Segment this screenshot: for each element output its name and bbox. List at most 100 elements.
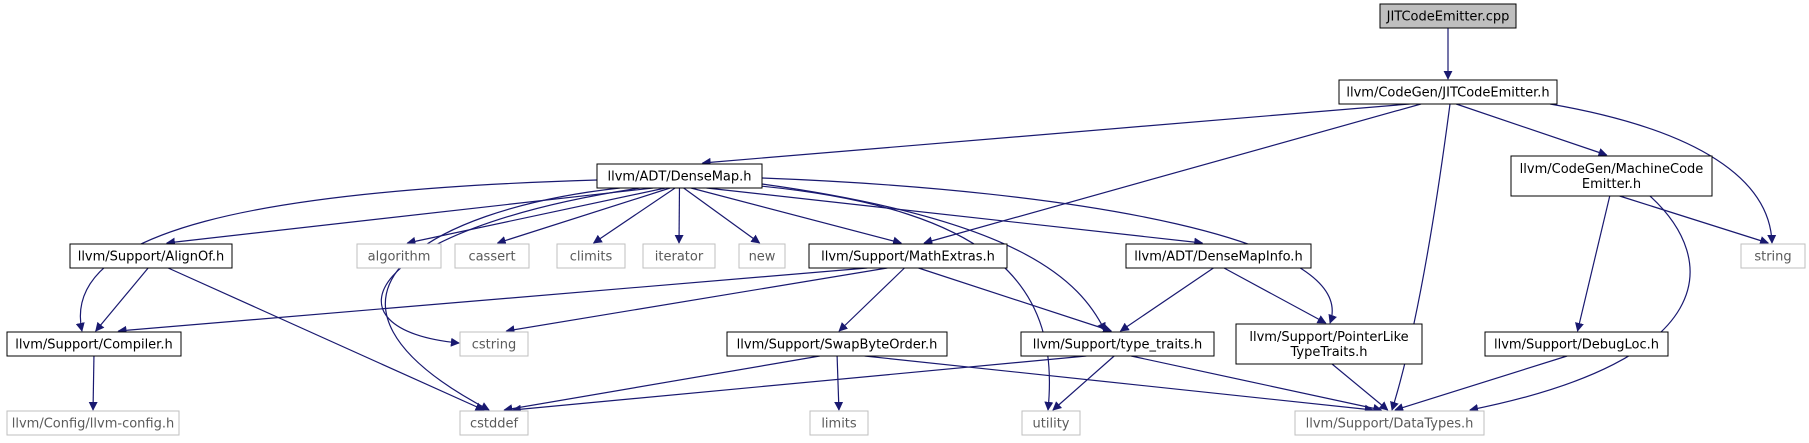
node-compiler[interactable]: llvm/Support/Compiler.h [6,331,182,357]
node-box [596,163,763,189]
node-root[interactable]: JITCodeEmitter.cpp [1379,3,1517,29]
edge-densemap-to-algorithm [406,187,666,246]
node-swapbyte[interactable]: llvm/Support/SwapByteOrder.h [726,331,948,357]
node-label: utility [1033,417,1070,432]
node-label: llvm/Support/SwapByteOrder.h [737,338,938,353]
edge-densemap-to-mathextras [690,187,903,246]
node-label: iterator [655,250,704,265]
edge-jce_h-to-mathextras [923,103,1422,246]
edge-typetraits-to-datatypes [1130,355,1383,413]
edge-mce-to-datatypes [1469,195,1691,413]
node-label: climits [570,250,613,265]
node-box [6,331,182,357]
node-box [356,243,442,269]
node-limits: limits [809,410,869,436]
node-cstring: cstring [459,331,529,357]
node-datatypes: llvm/Support/DataTypes.h [1294,410,1485,436]
edge-mce-to-string [1619,195,1770,245]
node-box [1338,79,1558,105]
node-mathextras[interactable]: llvm/Support/MathExtras.h [808,243,1008,269]
edge-mathextras-to-compiler [117,267,868,335]
edge-densemap-to-new [683,187,761,244]
node-typetraits[interactable]: llvm/Support/type_traits.h [1020,331,1215,357]
node-label: llvm/ADT/DenseMapInfo.h [1134,250,1302,265]
node-box [1740,243,1806,269]
edge-alignof-to-compiler [95,267,149,332]
node-box [1379,3,1517,29]
node-densemapinfo[interactable]: llvm/ADT/DenseMapInfo.h [1125,243,1312,269]
node-box [1020,331,1215,357]
node-box [808,243,1008,269]
node-jce_h[interactable]: llvm/CodeGen/JITCodeEmitter.h [1338,79,1558,105]
node-label: cstddef [470,417,519,432]
node-label: llvm/Support/DebugLoc.h [1494,338,1659,353]
edge-densemapinfo-to-typetraits [1119,267,1214,332]
node-label: cstring [472,338,516,353]
node-label: Emitter.h [1582,177,1641,192]
edge-jce_h-to-densemap [701,103,1410,167]
edge-typetraits-to-utility [1052,355,1115,411]
edges-layer [75,28,1777,414]
edge-pointerlike-to-datatypes [1331,363,1389,411]
node-box [809,410,869,436]
node-box [6,410,180,436]
edge-mathextras-to-swapbyte [838,267,905,332]
node-label: llvm/Support/AlignOf.h [78,250,225,265]
edge-jce_h-to-mce [1455,103,1608,157]
node-label: llvm/Support/Compiler.h [15,338,172,353]
node-utility: utility [1021,410,1081,436]
node-box [459,410,529,436]
node-debugloc[interactable]: llvm/Support/DebugLoc.h [1484,331,1669,357]
node-climits: climits [556,243,626,269]
node-box [69,243,233,269]
edge-densemap-to-typetraits [761,183,1106,332]
node-label: llvm/CodeGen/JITCodeEmitter.h [1346,86,1549,101]
node-label: cassert [468,250,515,265]
edge-jce_h-to-datatypes [1390,103,1451,411]
edge-typetraits-to-cstddef [511,355,1087,414]
node-label: string [1754,250,1791,265]
node-box [459,331,529,357]
node-label: llvm/Config/llvm-config.h [12,417,174,432]
nodes-layer: JITCodeEmitter.cpp llvm/CodeGen/JITCodeEm… [6,3,1806,436]
node-box [1294,410,1485,436]
node-box [642,243,716,269]
edge-jce_h-to-string [1549,103,1777,244]
edge-densemap-to-densemapinfo [706,187,1204,247]
node-label: new [749,250,776,265]
node-label: TypeTraits.h [1289,345,1367,360]
node-box [1235,323,1423,365]
node-label: llvm/Support/MathExtras.h [821,250,995,265]
node-iterator: iterator [642,243,716,269]
edge-mce-to-debugloc [1575,195,1611,332]
node-box [1510,155,1713,197]
node-alignof[interactable]: llvm/Support/AlignOf.h [69,243,233,269]
node-box [726,331,948,357]
node-llvmconfig: llvm/Config/llvm-config.h [6,410,180,436]
node-densemap[interactable]: llvm/ADT/DenseMap.h [596,163,763,189]
edge-debugloc-to-datatypes [1394,355,1568,412]
node-label: llvm/Support/PointerLike [1249,330,1408,345]
node-label: llvm/CodeGen/MachineCode [1520,162,1704,177]
edge-densemap-to-alignof [165,187,654,247]
edge-mathextras-to-typetraits [918,267,1113,333]
node-new: new [738,243,786,269]
node-label: JITCodeEmitter.cpp [1386,10,1510,25]
node-box [738,243,786,269]
edge-densemap-to-cassert [496,187,671,245]
edge-compiler-to-llvmconfig [88,355,98,411]
node-string: string [1740,243,1806,269]
node-algorithm: algorithm [356,243,442,269]
edge-swapbyte-to-cstddef [503,355,820,414]
node-box [1021,410,1081,436]
edge-densemap-to-compiler [75,179,598,332]
node-label: llvm/Support/DataTypes.h [1306,417,1474,432]
node-box [556,243,626,269]
edge-densemapinfo-to-pointerlike [1223,267,1327,324]
edge-densemap-to-cstring [380,187,641,347]
node-box [1125,243,1312,269]
node-box [454,243,530,269]
